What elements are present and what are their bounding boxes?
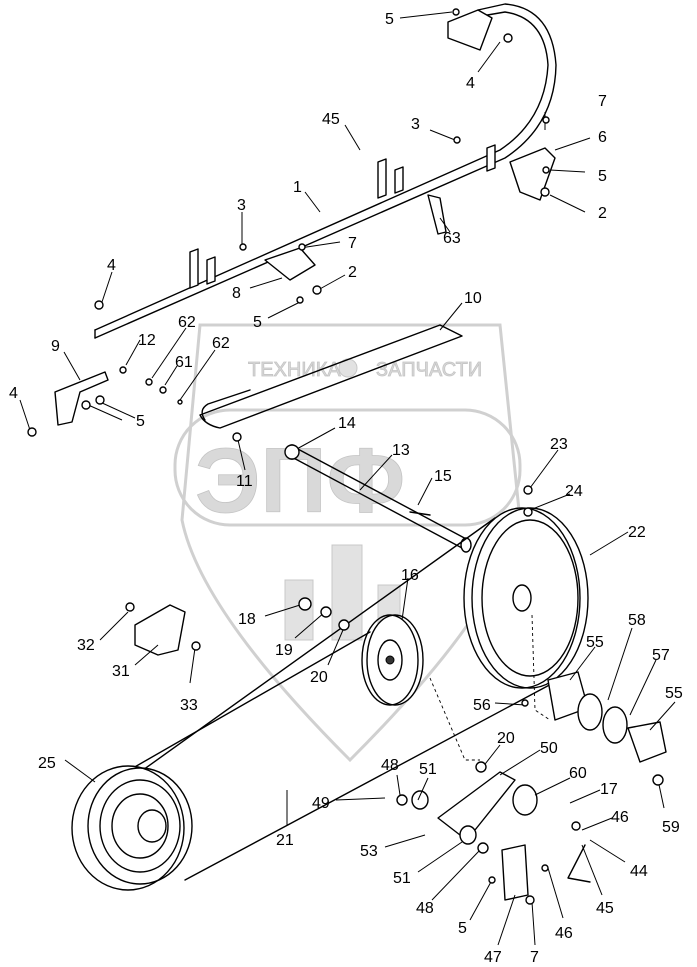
callout-label: 47	[484, 949, 502, 966]
alignment-line	[429, 677, 480, 761]
callout-label: 46	[555, 925, 573, 942]
guard-rail	[54, 3, 557, 429]
small-pulley	[361, 614, 424, 706]
callout-label: 19	[275, 642, 293, 659]
callout-label: 5	[253, 314, 262, 331]
callout-label: 7	[598, 93, 607, 110]
callout-label: 5	[458, 920, 467, 937]
drive-pulley	[71, 765, 193, 891]
watermark-text-left: ТЕХНИКА	[248, 359, 341, 381]
callout-label: 49	[312, 795, 330, 812]
callout-label: 55	[665, 685, 683, 702]
callout-label: 3	[411, 116, 420, 133]
callout-label: 1	[293, 179, 302, 196]
callout-label: 55	[586, 634, 604, 651]
callout-label: 24	[565, 483, 583, 500]
callout-label: 17	[600, 781, 618, 798]
callout-label: 50	[540, 740, 558, 757]
callout-label: 6	[598, 129, 607, 146]
callout-label: 15	[434, 468, 452, 485]
mount-bracket	[134, 604, 186, 656]
callout-label: 7	[348, 235, 357, 252]
tensioner-arm	[411, 771, 591, 901]
bearing-assembly	[547, 671, 667, 763]
callout-label: 62	[212, 335, 230, 352]
callout-label: 33	[180, 697, 198, 714]
large-pulley	[463, 507, 589, 689]
callout-label: 4	[107, 257, 116, 274]
callout-label: 3	[237, 197, 246, 214]
callout-label: 51	[419, 761, 437, 778]
callout-label: 4	[9, 385, 18, 402]
callout-labels: 5 4 7 6 5 2 45 3 1 3 63 7 4 2 8 5 10 9 1…	[9, 11, 683, 966]
callout-label: 2	[598, 205, 607, 222]
callout-label: 21	[276, 832, 294, 849]
callout-label: 60	[569, 765, 587, 782]
watermark-frame	[173, 408, 522, 527]
watermark-logo: ЭПФ	[195, 430, 405, 532]
callout-label: 22	[628, 524, 646, 541]
callout-label: 46	[611, 809, 629, 826]
callout-label: 7	[530, 949, 539, 966]
callout-label: 12	[138, 332, 156, 349]
callout-label: 2	[348, 264, 357, 281]
belt	[111, 517, 556, 881]
callout-label: 45	[596, 900, 614, 917]
callout-label: 61	[175, 354, 193, 371]
callout-label: 25	[38, 755, 56, 772]
callout-label: 23	[550, 436, 568, 453]
callout-label: 56	[473, 697, 491, 714]
callout-label: 51	[393, 870, 411, 887]
callout-label: 63	[443, 230, 461, 247]
callout-label: 32	[77, 637, 95, 654]
callout-label: 5	[385, 11, 394, 28]
callout-label: 48	[381, 757, 399, 774]
callout-label: 58	[628, 612, 646, 629]
callout-label: 20	[497, 730, 515, 747]
callout-label: 8	[232, 285, 241, 302]
callout-label: 62	[178, 314, 196, 331]
callout-label: 53	[360, 843, 378, 860]
callout-label: 57	[652, 647, 670, 664]
callout-label: 9	[51, 338, 60, 355]
alignment-line	[531, 614, 551, 721]
callout-label: 45	[322, 111, 340, 128]
callout-label: 4	[466, 75, 475, 92]
callout-label: 10	[464, 290, 482, 307]
callout-label: 20	[310, 669, 328, 686]
fasteners	[27, 8, 664, 905]
callout-label: 13	[392, 442, 410, 459]
watermark-text-right: ЗАПЧАСТИ	[376, 359, 482, 381]
callout-label: 18	[238, 611, 256, 628]
callout-label: 5	[598, 168, 607, 185]
callout-label: 31	[112, 663, 130, 680]
callout-label: 11	[236, 473, 253, 490]
callout-label: 59	[662, 819, 680, 836]
leader-lines	[19, 11, 676, 946]
callout-label: 48	[416, 900, 434, 917]
callout-label: 16	[401, 567, 419, 584]
callout-label: 14	[338, 415, 356, 432]
callout-label: 44	[630, 863, 648, 880]
callout-label: 5	[136, 413, 145, 430]
